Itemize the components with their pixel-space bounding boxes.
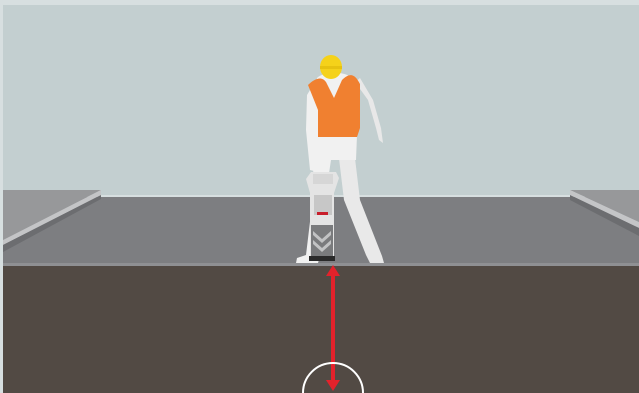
underground-soil	[3, 266, 639, 393]
